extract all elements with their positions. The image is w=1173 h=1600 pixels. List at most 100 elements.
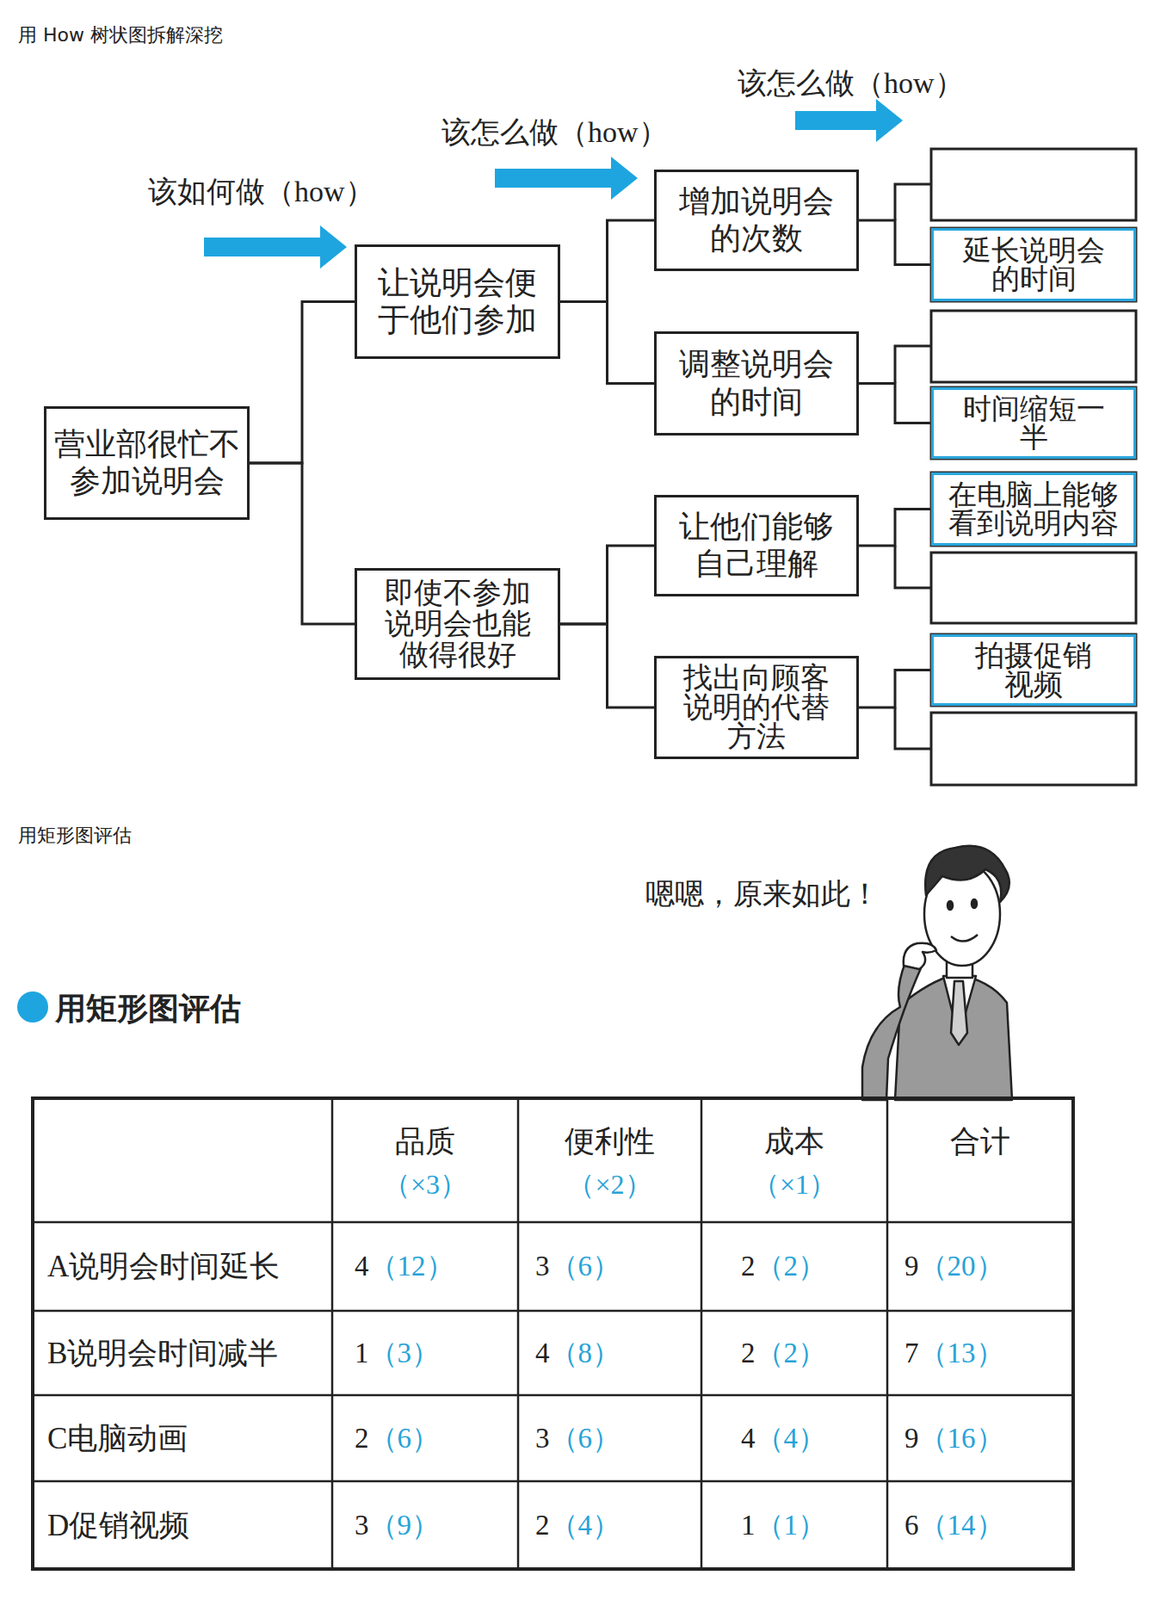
box-text: 延长说明会 的时间 bbox=[950, 236, 1117, 294]
section-heading: 用矩形图评估 bbox=[55, 987, 241, 1031]
tree-connector bbox=[249, 302, 355, 464]
tree-connector bbox=[858, 383, 932, 424]
person-illustration bbox=[862, 845, 1013, 1100]
weight-factor: （×2） bbox=[518, 1166, 702, 1204]
weighted-score: （20） bbox=[919, 1247, 1005, 1286]
table-cell: 6（14） bbox=[904, 1481, 1005, 1569]
table-cell: 1（1） bbox=[740, 1481, 827, 1569]
branch-stub bbox=[895, 345, 932, 383]
score: 9 bbox=[904, 1250, 920, 1283]
arrow-label: 该怎么做（how） bbox=[441, 112, 668, 153]
solution-box: 在电脑上能够 看到说明内容 bbox=[931, 472, 1136, 546]
tie bbox=[950, 981, 968, 1045]
tree-box: 让说明会便 于他们参加 bbox=[354, 244, 561, 359]
empty-box bbox=[931, 148, 1136, 221]
tree-box: 即使不参加 说明会也能 做得很好 bbox=[354, 567, 561, 680]
suit-body bbox=[895, 974, 1013, 1100]
arrow-label: 该如何做（how） bbox=[148, 172, 375, 212]
solution-box: 时间缩短一 半 bbox=[931, 387, 1136, 459]
tree-connector bbox=[858, 509, 932, 547]
page-title: 用 How 树状图拆解深挖 bbox=[18, 22, 223, 49]
score: 3 bbox=[354, 1509, 370, 1542]
tree-box: 营业部很忙不 参加说明会 bbox=[43, 406, 250, 520]
weighted-score: （14） bbox=[919, 1506, 1005, 1545]
table-cell: 4（12） bbox=[354, 1222, 455, 1311]
table-cell: 2（2） bbox=[740, 1310, 827, 1396]
empty-box bbox=[931, 712, 1136, 785]
table-cell: 2（2） bbox=[740, 1222, 827, 1311]
weighted-score: （1） bbox=[755, 1506, 828, 1545]
column-header: 合计 bbox=[887, 1121, 1074, 1162]
hand bbox=[903, 943, 937, 970]
tree-connector bbox=[560, 220, 655, 303]
box-text: 即使不参加 说明会也能 做得很好 bbox=[376, 577, 539, 670]
hair bbox=[925, 845, 1010, 902]
score: 4 bbox=[354, 1250, 370, 1283]
table-cell: 3（6） bbox=[535, 1395, 621, 1482]
eye bbox=[947, 901, 953, 910]
weight-factor: （×3） bbox=[332, 1166, 519, 1204]
table-cell: 1（3） bbox=[354, 1310, 440, 1396]
table-frame bbox=[32, 1098, 1074, 1569]
table-cell: 7（13） bbox=[904, 1310, 1005, 1396]
score: 2 bbox=[354, 1422, 370, 1455]
tree-box: 调整说明会 的时间 bbox=[654, 331, 859, 436]
table-cell: A说明会时间延长 bbox=[47, 1222, 280, 1311]
row-header: A说明会时间延长 bbox=[47, 1246, 280, 1287]
table-cell: 4（4） bbox=[740, 1395, 827, 1482]
row-header: C电脑动画 bbox=[47, 1418, 188, 1459]
empty-box bbox=[931, 310, 1136, 383]
table-cell: 9（20） bbox=[904, 1222, 1005, 1311]
box-text: 营业部很忙不 参加说明会 bbox=[49, 425, 246, 501]
arrow-label: 该怎么做（how） bbox=[737, 63, 964, 104]
weighted-score: （9） bbox=[369, 1506, 441, 1545]
column-header: 成本 bbox=[701, 1121, 888, 1162]
branch-stub bbox=[895, 707, 932, 749]
weighted-score: （6） bbox=[549, 1419, 622, 1458]
tree-box: 增加说明会 的次数 bbox=[654, 169, 859, 272]
box-text: 让他们能够 自己理解 bbox=[672, 508, 841, 583]
tree-connector bbox=[858, 670, 932, 709]
tree-connector bbox=[858, 220, 932, 266]
box-text: 找出向顾客 说明的代替 方法 bbox=[675, 663, 838, 752]
section-note: 用矩形图评估 bbox=[18, 822, 132, 849]
empty-box bbox=[931, 552, 1136, 624]
box-text: 增加说明会 的次数 bbox=[672, 183, 841, 258]
score: 9 bbox=[904, 1422, 920, 1455]
tree-connector bbox=[560, 545, 655, 624]
weighted-score: （8） bbox=[549, 1333, 622, 1373]
column-header: 便利性 bbox=[518, 1121, 702, 1162]
row-header: B说明会时间减半 bbox=[47, 1333, 278, 1374]
table-cell: C电脑动画 bbox=[47, 1395, 188, 1482]
weight-factor: （×1） bbox=[701, 1166, 888, 1204]
solution-box: 拍摄促销 视频 bbox=[931, 634, 1136, 706]
row-header: D促销视频 bbox=[47, 1505, 190, 1546]
matrix-table bbox=[32, 1098, 1074, 1569]
tree-box: 让他们能够 自己理解 bbox=[654, 494, 859, 597]
table-cell: 2（6） bbox=[354, 1395, 440, 1482]
score: 6 bbox=[904, 1509, 920, 1542]
score: 2 bbox=[740, 1337, 756, 1370]
score: 4 bbox=[535, 1337, 550, 1370]
blue-arrow bbox=[494, 156, 638, 200]
box-text: 在电脑上能够 看到说明内容 bbox=[942, 481, 1125, 538]
tree-connector bbox=[560, 302, 655, 384]
table-cell: 2（4） bbox=[535, 1481, 621, 1569]
solution-box: 延长说明会 的时间 bbox=[931, 228, 1136, 302]
weighted-score: （6） bbox=[549, 1247, 622, 1286]
blue-arrow bbox=[795, 98, 903, 142]
table-cell: 3（6） bbox=[535, 1222, 621, 1311]
score: 7 bbox=[904, 1337, 920, 1370]
weighted-score: （3） bbox=[369, 1333, 441, 1373]
branch-stub bbox=[895, 545, 932, 588]
table-rules bbox=[32, 1098, 1074, 1569]
tree-box: 找出向顾客 说明的代替 方法 bbox=[654, 655, 859, 760]
box-text: 调整说明会 的时间 bbox=[672, 345, 841, 420]
score: 4 bbox=[740, 1422, 756, 1455]
speech-text: 嗯嗯，原来如此！ bbox=[645, 874, 880, 914]
weighted-score: （13） bbox=[919, 1333, 1005, 1373]
branch-stub bbox=[895, 184, 932, 221]
weighted-score: （4） bbox=[755, 1419, 828, 1458]
score: 2 bbox=[535, 1509, 550, 1542]
